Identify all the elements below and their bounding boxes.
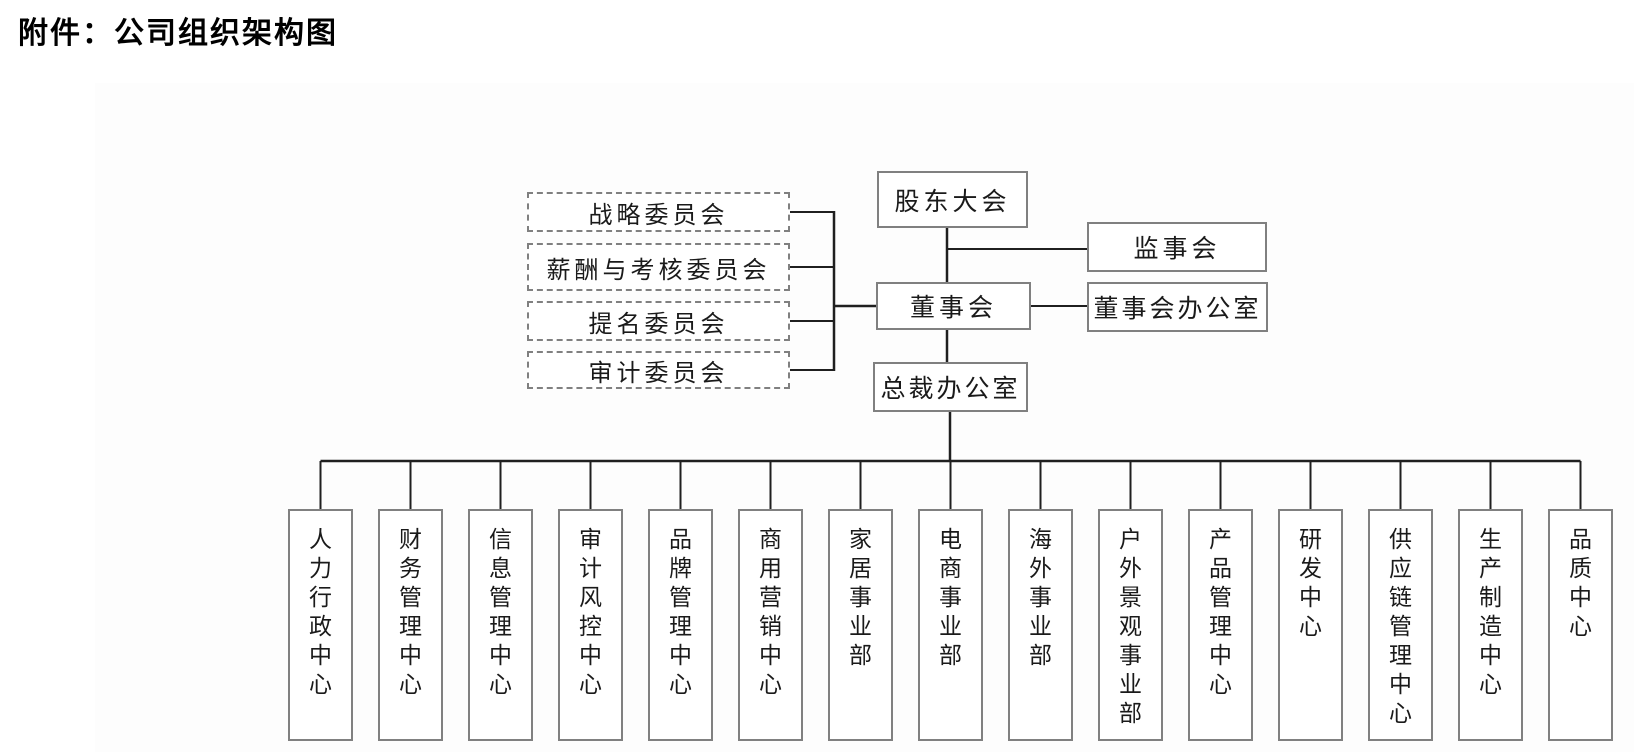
department-label: 商 用 营 销 中 心 [759,527,782,697]
department-box: 海 外 事 业 部 [1008,509,1073,741]
department-box: 电 商 事 业 部 [918,509,983,741]
department-box: 家 居 事 业 部 [828,509,893,741]
department-label: 人 力 行 政 中 心 [309,527,332,697]
department-box: 信 息 管 理 中 心 [468,509,533,741]
committee-label: 战略委员会 [588,202,729,229]
department-label: 生 产 制 造 中 心 [1479,527,1502,697]
department-label: 电 商 事 业 部 [939,527,962,668]
committee-box: 战略委员会 [527,192,790,232]
department-label: 产 品 管 理 中 心 [1209,527,1232,697]
department-box: 研 发 中 心 [1278,509,1343,741]
department-box: 品 牌 管 理 中 心 [648,509,713,741]
department-label: 研 发 中 心 [1299,527,1322,639]
department-label: 供 应 链 管 理 中 心 [1389,527,1412,726]
committee-box: 薪酬与考核委员会 [527,243,790,291]
node-label: 董事会 [909,295,997,322]
department-label: 信 息 管 理 中 心 [489,527,512,697]
committee-label: 薪酬与考核委员会 [546,257,771,284]
committee-box: 审计委员会 [527,351,790,389]
committee-label: 审计委员会 [588,360,729,387]
node-label: 董事会办公室 [1093,296,1262,323]
node-board-office: 董事会办公室 [1087,282,1268,332]
department-label: 财 务 管 理 中 心 [399,527,422,697]
department-box: 品 质 中 心 [1548,509,1613,741]
department-box: 生 产 制 造 中 心 [1458,509,1523,741]
department-box: 人 力 行 政 中 心 [288,509,353,741]
committee-label: 提名委员会 [588,311,729,338]
department-box: 产 品 管 理 中 心 [1188,509,1253,741]
department-box: 户 外 景 观 事 业 部 [1098,509,1163,741]
department-label: 海 外 事 业 部 [1029,527,1052,668]
department-label: 家 居 事 业 部 [849,527,872,668]
page-title: 附件：公司组织架构图 [18,17,338,50]
node-supervisory-board: 监事会 [1087,222,1267,272]
node-label: 总裁办公室 [880,376,1021,403]
department-label: 审 计 风 控 中 心 [579,527,602,697]
node-board-of-directors: 董事会 [876,282,1031,330]
department-box: 供 应 链 管 理 中 心 [1368,509,1433,741]
node-shareholders-meeting: 股东大会 [877,171,1028,228]
department-box: 财 务 管 理 中 心 [378,509,443,741]
department-label: 户 外 景 观 事 业 部 [1119,527,1142,726]
node-label: 监事会 [1133,236,1221,263]
department-label: 品 质 中 心 [1569,527,1592,639]
department-box: 商 用 营 销 中 心 [738,509,803,741]
committee-box: 提名委员会 [527,301,790,341]
node-president-office: 总裁办公室 [873,362,1028,412]
department-label: 品 牌 管 理 中 心 [669,527,692,697]
node-label: 股东大会 [894,188,1011,216]
department-box: 审 计 风 控 中 心 [558,509,623,741]
